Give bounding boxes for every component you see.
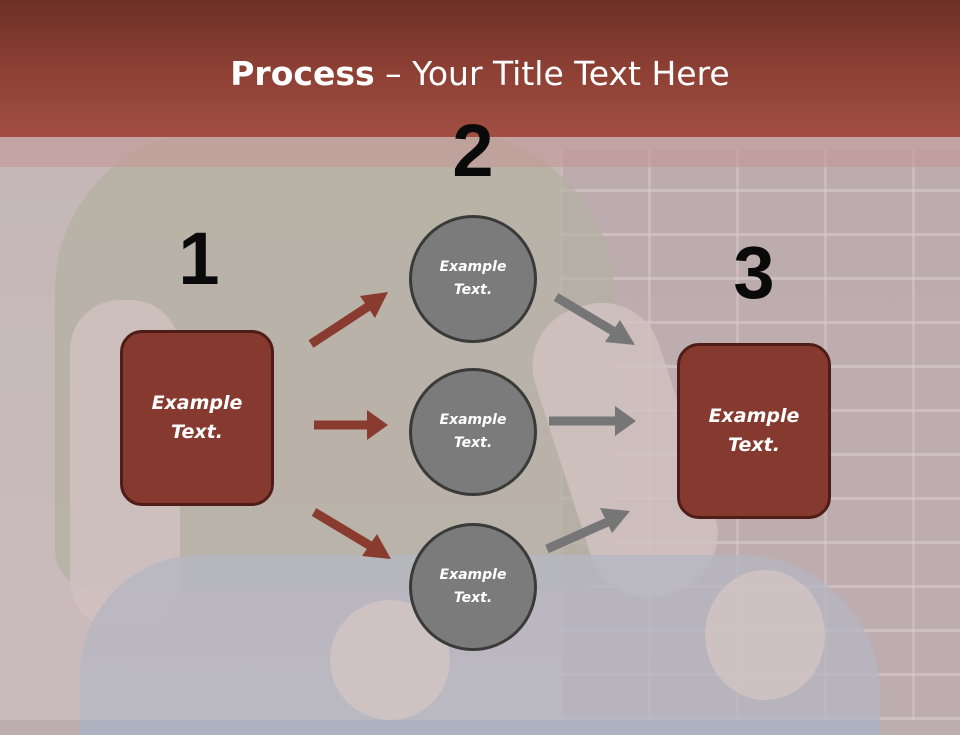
step-number-2: 2	[452, 109, 494, 192]
end-box-label: Example Text.	[708, 405, 800, 456]
start-box[interactable]: Example Text.	[120, 330, 274, 506]
circle-middle-label: Example Text.	[439, 412, 507, 451]
title-rest: – Your Title Text Here	[374, 54, 730, 93]
title-bold: Process	[230, 54, 375, 93]
circle-bottom-label: Example Text.	[439, 567, 507, 606]
circle-top-label: Example Text.	[439, 259, 507, 298]
end-box[interactable]: Example Text.	[677, 343, 831, 519]
circle-bottom[interactable]: Example Text.	[409, 523, 537, 651]
slide-title[interactable]: Process – Your Title Text Here	[0, 54, 960, 94]
circle-middle[interactable]: Example Text.	[409, 368, 537, 496]
start-box-label: Example Text.	[151, 392, 243, 443]
title-band-strip	[0, 137, 960, 167]
step-number-1: 1	[178, 217, 220, 300]
circle-top[interactable]: Example Text.	[409, 215, 537, 343]
title-band	[0, 0, 960, 137]
step-number-3: 3	[733, 231, 775, 314]
